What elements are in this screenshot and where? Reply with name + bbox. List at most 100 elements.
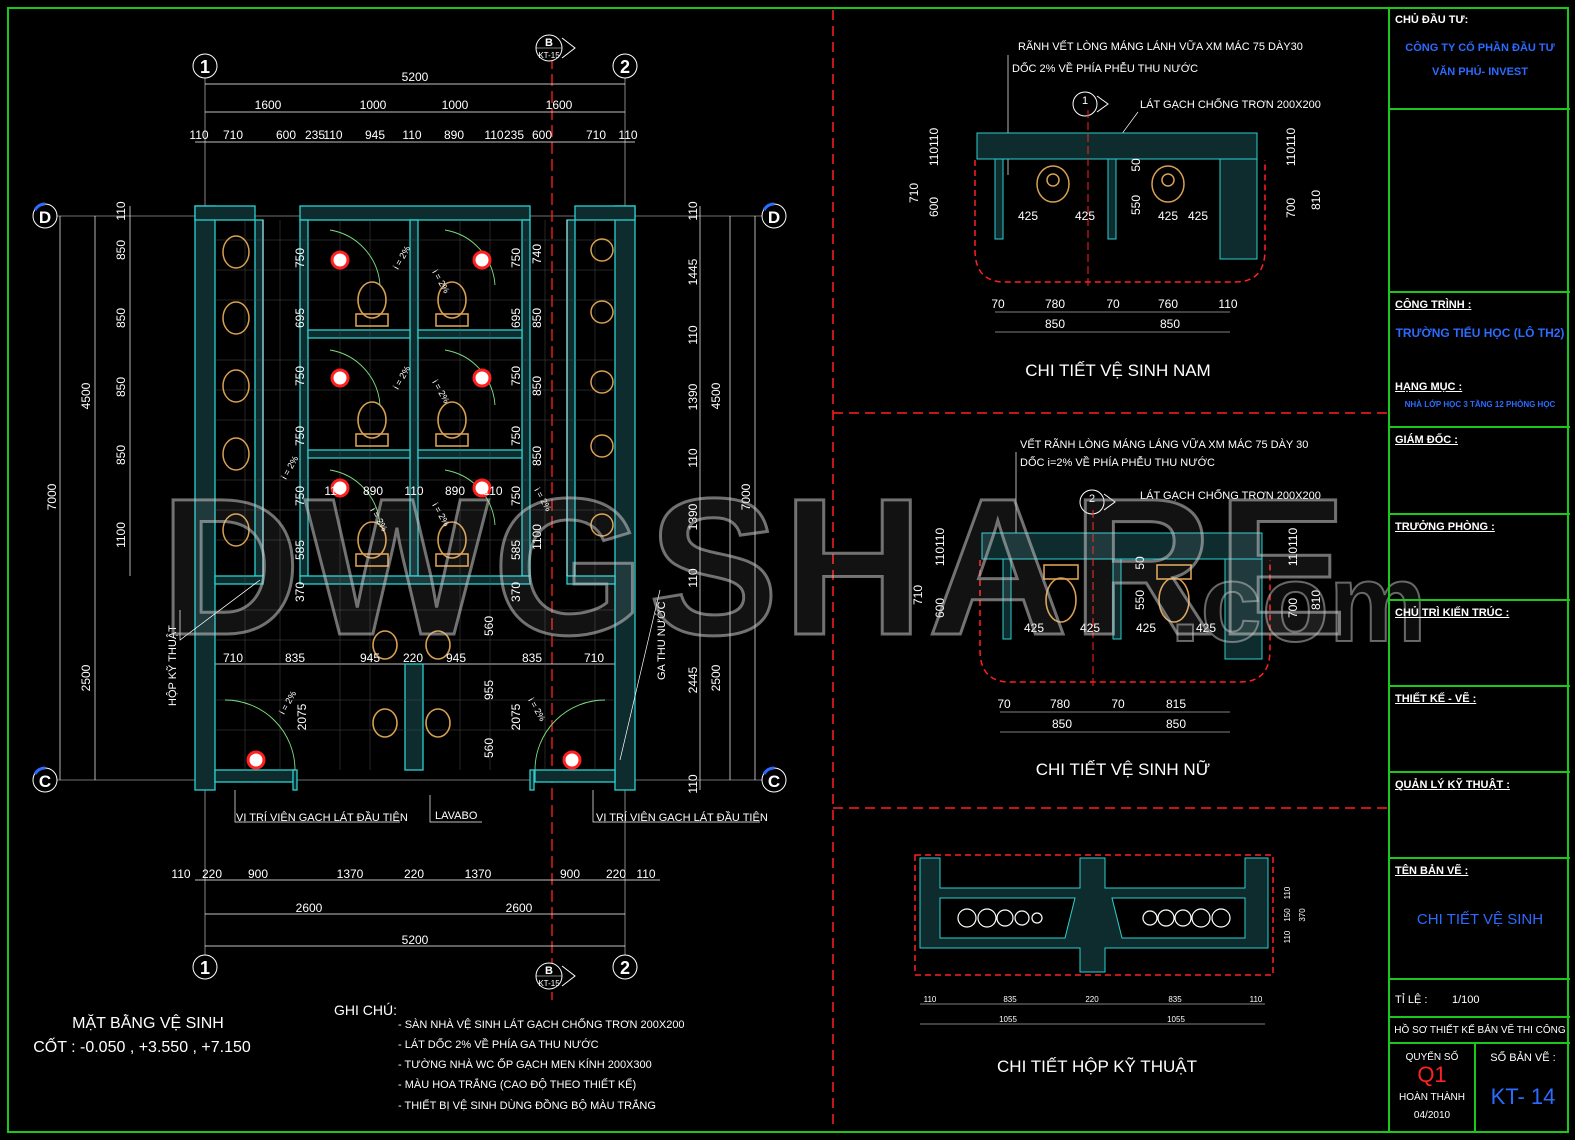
svg-text:i = 2%: i = 2% xyxy=(430,268,451,295)
svg-text:D: D xyxy=(768,208,780,227)
svg-text:850: 850 xyxy=(530,376,544,396)
svg-text:110: 110 xyxy=(323,128,342,142)
svg-text:750: 750 xyxy=(509,248,523,268)
svg-text:425: 425 xyxy=(1196,621,1216,635)
svg-text:1600: 1600 xyxy=(255,98,282,112)
svg-text:110: 110 xyxy=(1283,930,1292,943)
grid-bubble-c-right: C xyxy=(761,766,787,793)
so-ban-ve-value: KT- 14 xyxy=(1490,1084,1556,1109)
svg-text:70: 70 xyxy=(997,697,1011,711)
svg-text:600: 600 xyxy=(927,197,941,217)
svg-text:1: 1 xyxy=(200,958,210,978)
svg-text:600: 600 xyxy=(532,128,552,142)
svg-text:425: 425 xyxy=(1158,209,1178,223)
svg-text:700: 700 xyxy=(1286,598,1300,618)
svg-text:560: 560 xyxy=(482,616,496,636)
svg-text:710: 710 xyxy=(907,183,921,203)
svg-text:750: 750 xyxy=(293,366,307,386)
svg-text:750: 750 xyxy=(509,486,523,506)
svg-text:7000: 7000 xyxy=(739,483,753,510)
svg-text:D: D xyxy=(39,208,51,227)
svg-text:C: C xyxy=(768,772,780,791)
svg-text:2600: 2600 xyxy=(296,901,323,915)
svg-text:110: 110 xyxy=(618,128,637,142)
svg-text:i = 2%: i = 2% xyxy=(391,244,412,271)
detail-ve-sinh-nu: VẾT RÃNH LÒNG MÁNG LÁNG VỮA XM MÁC 75 DÀ… xyxy=(911,438,1323,779)
cell-chu-dau-tu: CHỦ ĐẦU TƯ: CÔNG TY CỔ PHẦN ĐẦU TƯ VĂN P… xyxy=(1390,8,1570,110)
svg-text:955: 955 xyxy=(482,680,496,700)
svg-text:1100: 1100 xyxy=(114,522,128,548)
svg-text:1: 1 xyxy=(200,57,210,77)
note-5: - THIẾT BỊ VỆ SINH DÙNG ĐỒNG BỘ MÀU TRẮN… xyxy=(398,1099,656,1112)
svg-text:890: 890 xyxy=(445,484,465,498)
svg-text:425: 425 xyxy=(1080,621,1100,635)
svg-text:110: 110 xyxy=(189,128,208,142)
detail-ve-sinh-nam: RÃNH VẾT LÒNG MÁNG LÁNH VỮA XM MÁC 75 DÀ… xyxy=(907,40,1323,380)
callout-vi-tri-left: VỊ TRÍ VIÊN GẠCH LÁT ĐẦU TIÊN xyxy=(236,811,408,824)
svg-text:2: 2 xyxy=(620,57,630,77)
svg-text:110: 110 xyxy=(686,568,700,587)
grid-bubble-1-top: 1 xyxy=(192,53,218,79)
svg-text:370: 370 xyxy=(293,582,307,602)
svg-text:550: 550 xyxy=(1133,590,1147,610)
svg-text:RÃNH VẾT LÒNG MÁNG LÁNH VỮA XM: RÃNH VẾT LÒNG MÁNG LÁNH VỮA XM MÁC 75 DÀ… xyxy=(1018,40,1303,53)
svg-text:710: 710 xyxy=(223,128,243,142)
svg-text:5200: 5200 xyxy=(402,70,429,84)
cell-giam-doc: GIÁM ĐỐC : xyxy=(1390,428,1570,515)
svg-text:5200: 5200 xyxy=(402,933,429,947)
floor-plan: 1 2 1 2 D D C C B KT-15 B KT-15 xyxy=(32,34,787,1112)
svg-text:560: 560 xyxy=(482,738,496,758)
watermark: DWGSHARE xyxy=(158,457,1352,678)
svg-text:50: 50 xyxy=(1129,158,1143,172)
svg-text:850: 850 xyxy=(114,240,128,260)
svg-text:110110: 110110 xyxy=(927,128,941,167)
svg-text:890: 890 xyxy=(363,484,383,498)
plan-levels: CỐT : -0.050 , +3.550 , +7.150 xyxy=(33,1036,251,1056)
svg-text:110: 110 xyxy=(686,201,700,220)
cell-ho-so: HỒ SƠ THIẾT KẾ BẢN VẼ THI CÔNG xyxy=(1390,1018,1570,1044)
svg-text:1370: 1370 xyxy=(465,867,492,881)
svg-text:110: 110 xyxy=(1218,297,1237,311)
cell-thiet-ke: THIẾT KẾ - VẼ : xyxy=(1390,687,1570,773)
svg-text:110110: 110110 xyxy=(1284,128,1298,167)
grid-bubble-2-top: 2 xyxy=(612,53,638,79)
svg-text:110: 110 xyxy=(686,325,700,344)
svg-text:220: 220 xyxy=(403,651,423,665)
callout-lavabo: LAVABO xyxy=(435,810,478,822)
svg-text:710: 710 xyxy=(586,128,606,142)
svg-text:900: 900 xyxy=(248,867,268,881)
svg-text:425: 425 xyxy=(1018,209,1038,223)
svg-text:1600: 1600 xyxy=(546,98,573,112)
svg-text:150: 150 xyxy=(1283,908,1292,922)
svg-text:70: 70 xyxy=(1111,697,1125,711)
svg-text:945: 945 xyxy=(446,651,466,665)
svg-text:DỐC i=2% VỀ PHÍA PHỄU THU NƯỚC: DỐC i=2% VỀ PHÍA PHỄU THU NƯỚC xyxy=(1020,455,1215,469)
plan-title: MẶT BẰNG VỆ SINH xyxy=(72,1013,224,1032)
svg-text:235: 235 xyxy=(305,128,325,142)
svg-text:835: 835 xyxy=(1003,995,1017,1004)
svg-text:780: 780 xyxy=(1045,297,1065,311)
svg-text:1055: 1055 xyxy=(1167,1015,1185,1024)
svg-text:1100: 1100 xyxy=(530,524,544,550)
svg-text:110: 110 xyxy=(924,995,937,1004)
callout-hop-ky-thuat: HỘP KỸ THUẬT xyxy=(166,625,179,706)
svg-text:2075: 2075 xyxy=(509,703,523,730)
svg-text:110: 110 xyxy=(636,867,655,881)
svg-text:760: 760 xyxy=(1158,297,1178,311)
cell-cong-trinh: CÔNG TRÌNH : TRƯỜNG TIỂU HỌC (LÔ TH2) HẠ… xyxy=(1390,293,1570,428)
svg-text:750: 750 xyxy=(509,426,523,446)
section-marker-b-top: B KT-15 xyxy=(535,34,576,62)
svg-text:110: 110 xyxy=(402,128,421,142)
svg-text:750: 750 xyxy=(293,486,307,506)
svg-text:750: 750 xyxy=(509,366,523,386)
svg-text:850: 850 xyxy=(1052,717,1072,731)
svg-text:110: 110 xyxy=(686,448,700,467)
svg-text:110: 110 xyxy=(484,128,503,142)
svg-text:850: 850 xyxy=(114,377,128,397)
detail-hop-title: CHI TIẾT HỘP KỸ THUẬT xyxy=(997,1057,1197,1076)
svg-text:4500: 4500 xyxy=(709,382,723,409)
detail-hop-ky-thuat: 110 835 220 835 110 1055 1055 110 150 11… xyxy=(914,854,1307,1076)
svg-text:B: B xyxy=(545,37,553,49)
grid-bubble-1-bottom: 1 xyxy=(192,954,218,980)
